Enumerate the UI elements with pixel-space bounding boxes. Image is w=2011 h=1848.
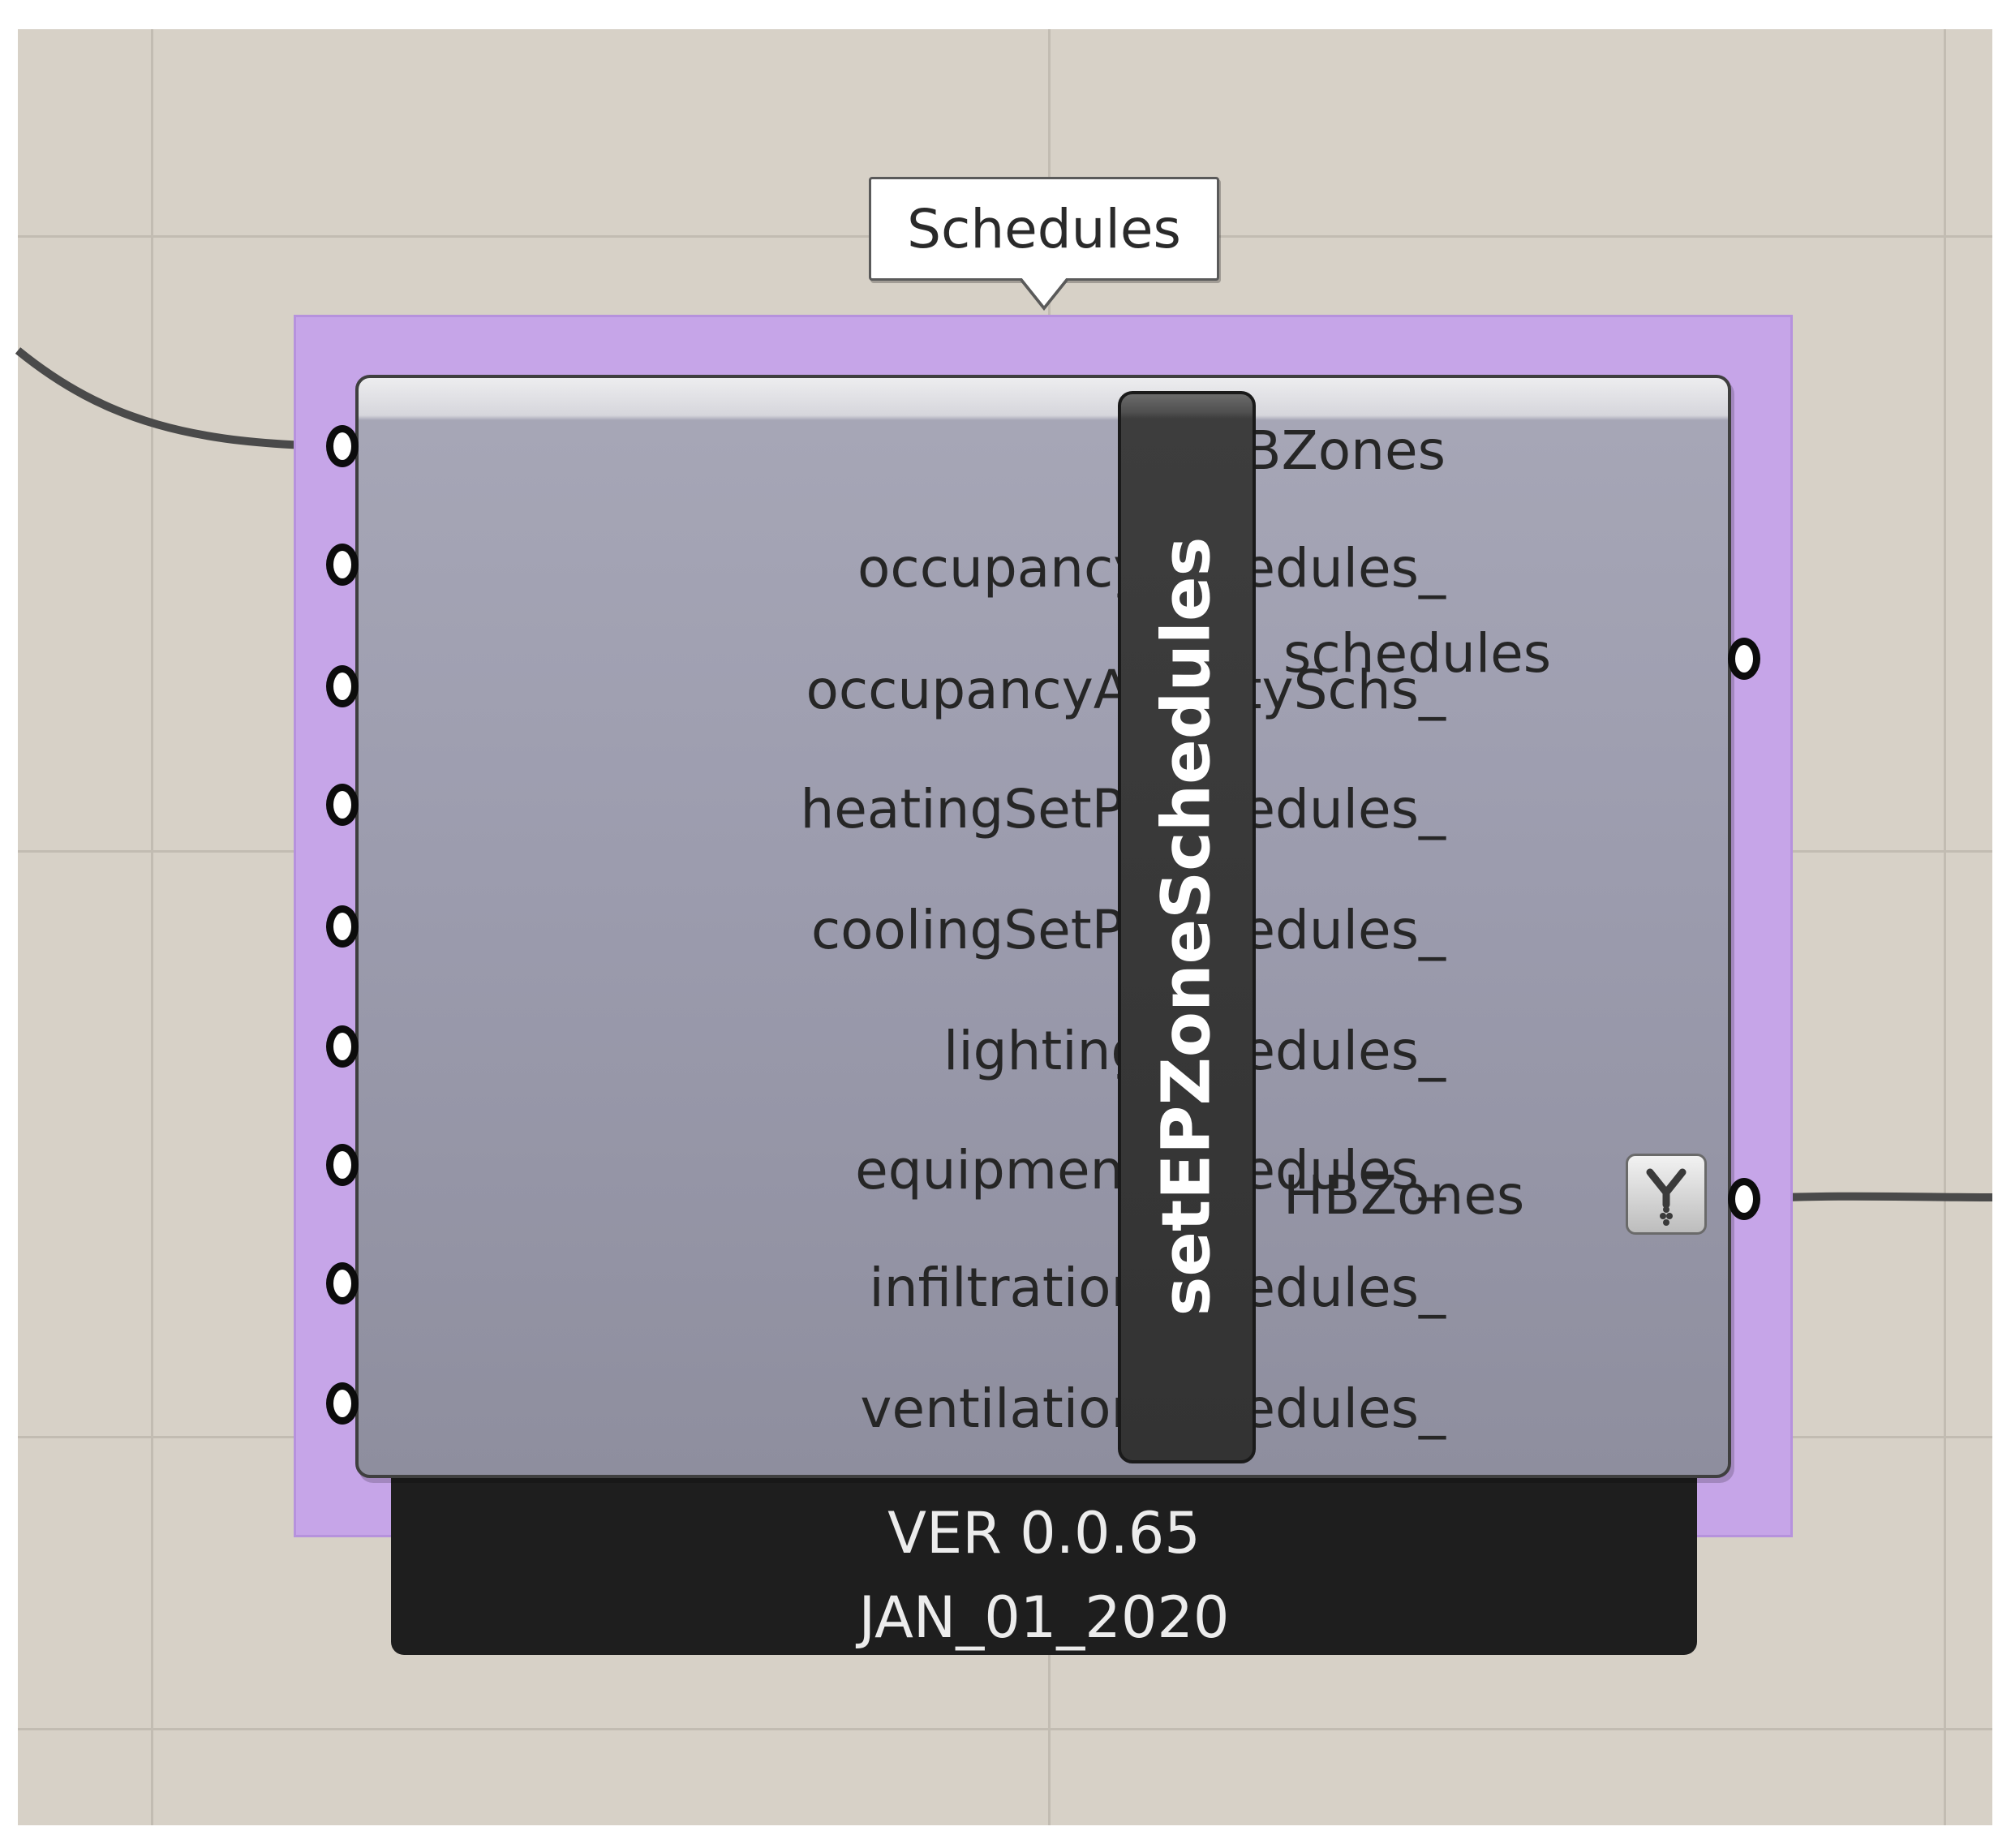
input-port-lighting-schedules[interactable] xyxy=(326,1025,359,1068)
input-port-occupancy-activity-schs[interactable] xyxy=(326,665,359,707)
component-name: setEPZoneSchedules xyxy=(1148,536,1226,1317)
output-param-hbzones[interactable]: HBZones xyxy=(1283,1164,1525,1227)
input-port-cooling-setpt-schedules[interactable] xyxy=(326,905,359,948)
output-port-hbzones[interactable] xyxy=(1728,1178,1760,1220)
input-port-infiltration-schedules[interactable] xyxy=(326,1262,359,1304)
graft-icon[interactable] xyxy=(1626,1154,1707,1235)
grid-line xyxy=(151,29,153,1825)
input-port-hbzones[interactable] xyxy=(326,425,359,467)
group-label[interactable]: Schedules xyxy=(869,177,1219,281)
grid-line xyxy=(18,1728,1992,1730)
version-text: VER 0.0.65 xyxy=(887,1500,1201,1567)
input-port-ventilation-schedules[interactable] xyxy=(326,1382,359,1425)
version-date: JAN_01_2020 xyxy=(858,1584,1230,1651)
group-label-text: Schedules xyxy=(907,197,1181,260)
output-port-schedules[interactable] xyxy=(1728,638,1760,680)
input-port-occupancy-schedules[interactable] xyxy=(326,544,359,586)
component-name-bar[interactable] xyxy=(1118,391,1256,1463)
version-info: VER 0.0.65 JAN_01_2020 xyxy=(391,1467,1697,1655)
input-port-equipment-schedules[interactable] xyxy=(326,1144,359,1186)
output-param-schedules[interactable]: schedules xyxy=(1283,622,1552,685)
component-body[interactable]: _HBZones occupancySchedules_ occupancyAc… xyxy=(355,375,1731,1478)
graft-icon-glyph xyxy=(1646,1168,1687,1226)
input-port-heating-setpt-schedules[interactable] xyxy=(326,784,359,826)
group-label-pointer-fill xyxy=(1021,277,1067,306)
input-wire xyxy=(15,347,342,450)
grid-line xyxy=(1944,29,1946,1825)
